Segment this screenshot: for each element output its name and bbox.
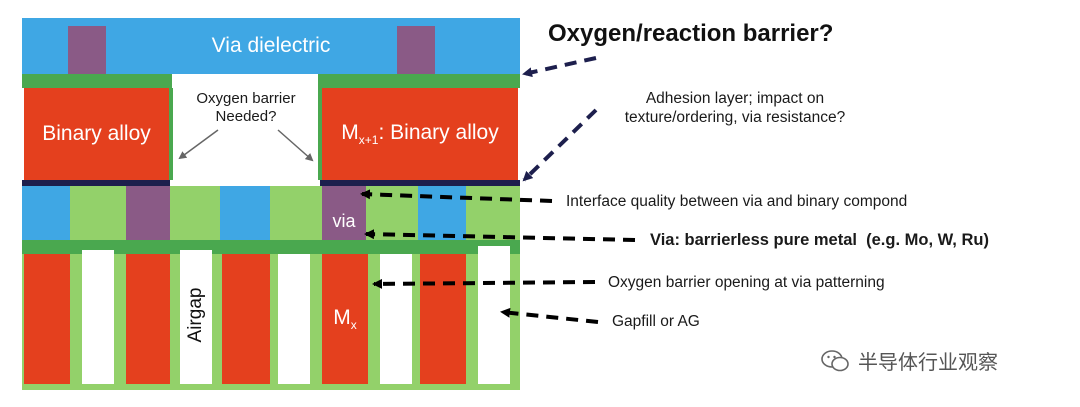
upper-via-left xyxy=(68,26,106,74)
watermark: 半导体行业观察 xyxy=(820,346,998,375)
arrow-via xyxy=(364,229,636,242)
binary-alloy-left-label: Binary alloy xyxy=(42,122,151,145)
adhesion-layer-left xyxy=(22,180,170,186)
mx-label: Mx xyxy=(333,305,357,333)
mx-line-5 xyxy=(420,254,466,384)
gap-1 xyxy=(82,250,114,384)
lower-liner-top xyxy=(22,240,520,254)
upper-liner-left xyxy=(22,74,172,88)
via-level-pillar-5 xyxy=(466,186,520,240)
via-dielectric-label: Via dielectric xyxy=(211,34,331,57)
upper-liner-right xyxy=(318,74,520,88)
arrow-needed-left xyxy=(178,129,219,160)
airgap xyxy=(180,250,212,384)
arrow-oxygen-opening xyxy=(372,278,596,289)
upper-liner-side-left xyxy=(169,88,173,180)
arrow-interface xyxy=(360,189,553,203)
gapfill-text: Gapfill or AG xyxy=(612,313,700,330)
mx-line-2 xyxy=(126,254,170,384)
via-label: via xyxy=(332,210,356,231)
via-level-pillar-2 xyxy=(170,186,220,240)
arrow-oxygen-barrier xyxy=(522,56,597,78)
arrow-adhesion-layer xyxy=(522,108,598,182)
via-level-pillar-3 xyxy=(270,186,322,240)
upper-via-right xyxy=(397,26,435,74)
arrow-gapfill xyxy=(500,307,599,324)
title-oxygen-reaction-barrier: Oxygen/reaction barrier? xyxy=(548,20,834,47)
mx-line-4: Mx xyxy=(322,254,368,384)
upper-liner-side-right xyxy=(318,88,322,180)
via-level-purple-1 xyxy=(126,186,170,240)
binary-alloy-left-line: Binary alloy xyxy=(24,88,169,180)
gap-4 xyxy=(380,254,412,384)
mx1-binary-alloy-label: Mx+1: Binary alloy xyxy=(341,120,499,148)
oxygen-barrier-needed-text: Oxygen barrier Needed? xyxy=(196,90,296,125)
via-level-pillar-1 xyxy=(70,186,126,240)
arrow-needed-right xyxy=(277,129,314,162)
oxygen-barrier-opening-text: Oxygen barrier opening at via patterning xyxy=(608,274,885,291)
gap-3 xyxy=(278,254,310,384)
mx-line-3 xyxy=(222,254,270,384)
mx1-binary-alloy-line: Mx+1: Binary alloy xyxy=(322,88,518,180)
watermark-text: 半导体行业观察 xyxy=(858,350,998,374)
mx-line-1 xyxy=(24,254,70,384)
interface-quality-text: Interface quality between via and binary… xyxy=(566,193,908,210)
adhesion-layer-text: Adhesion layer; impact on texture/orderi… xyxy=(624,90,846,126)
adhesion-layer-right xyxy=(320,180,520,186)
via-barrierless-text: Via: barrierless pure metal (e.g. Mo, W,… xyxy=(650,231,989,249)
wechat-icon xyxy=(821,349,849,371)
